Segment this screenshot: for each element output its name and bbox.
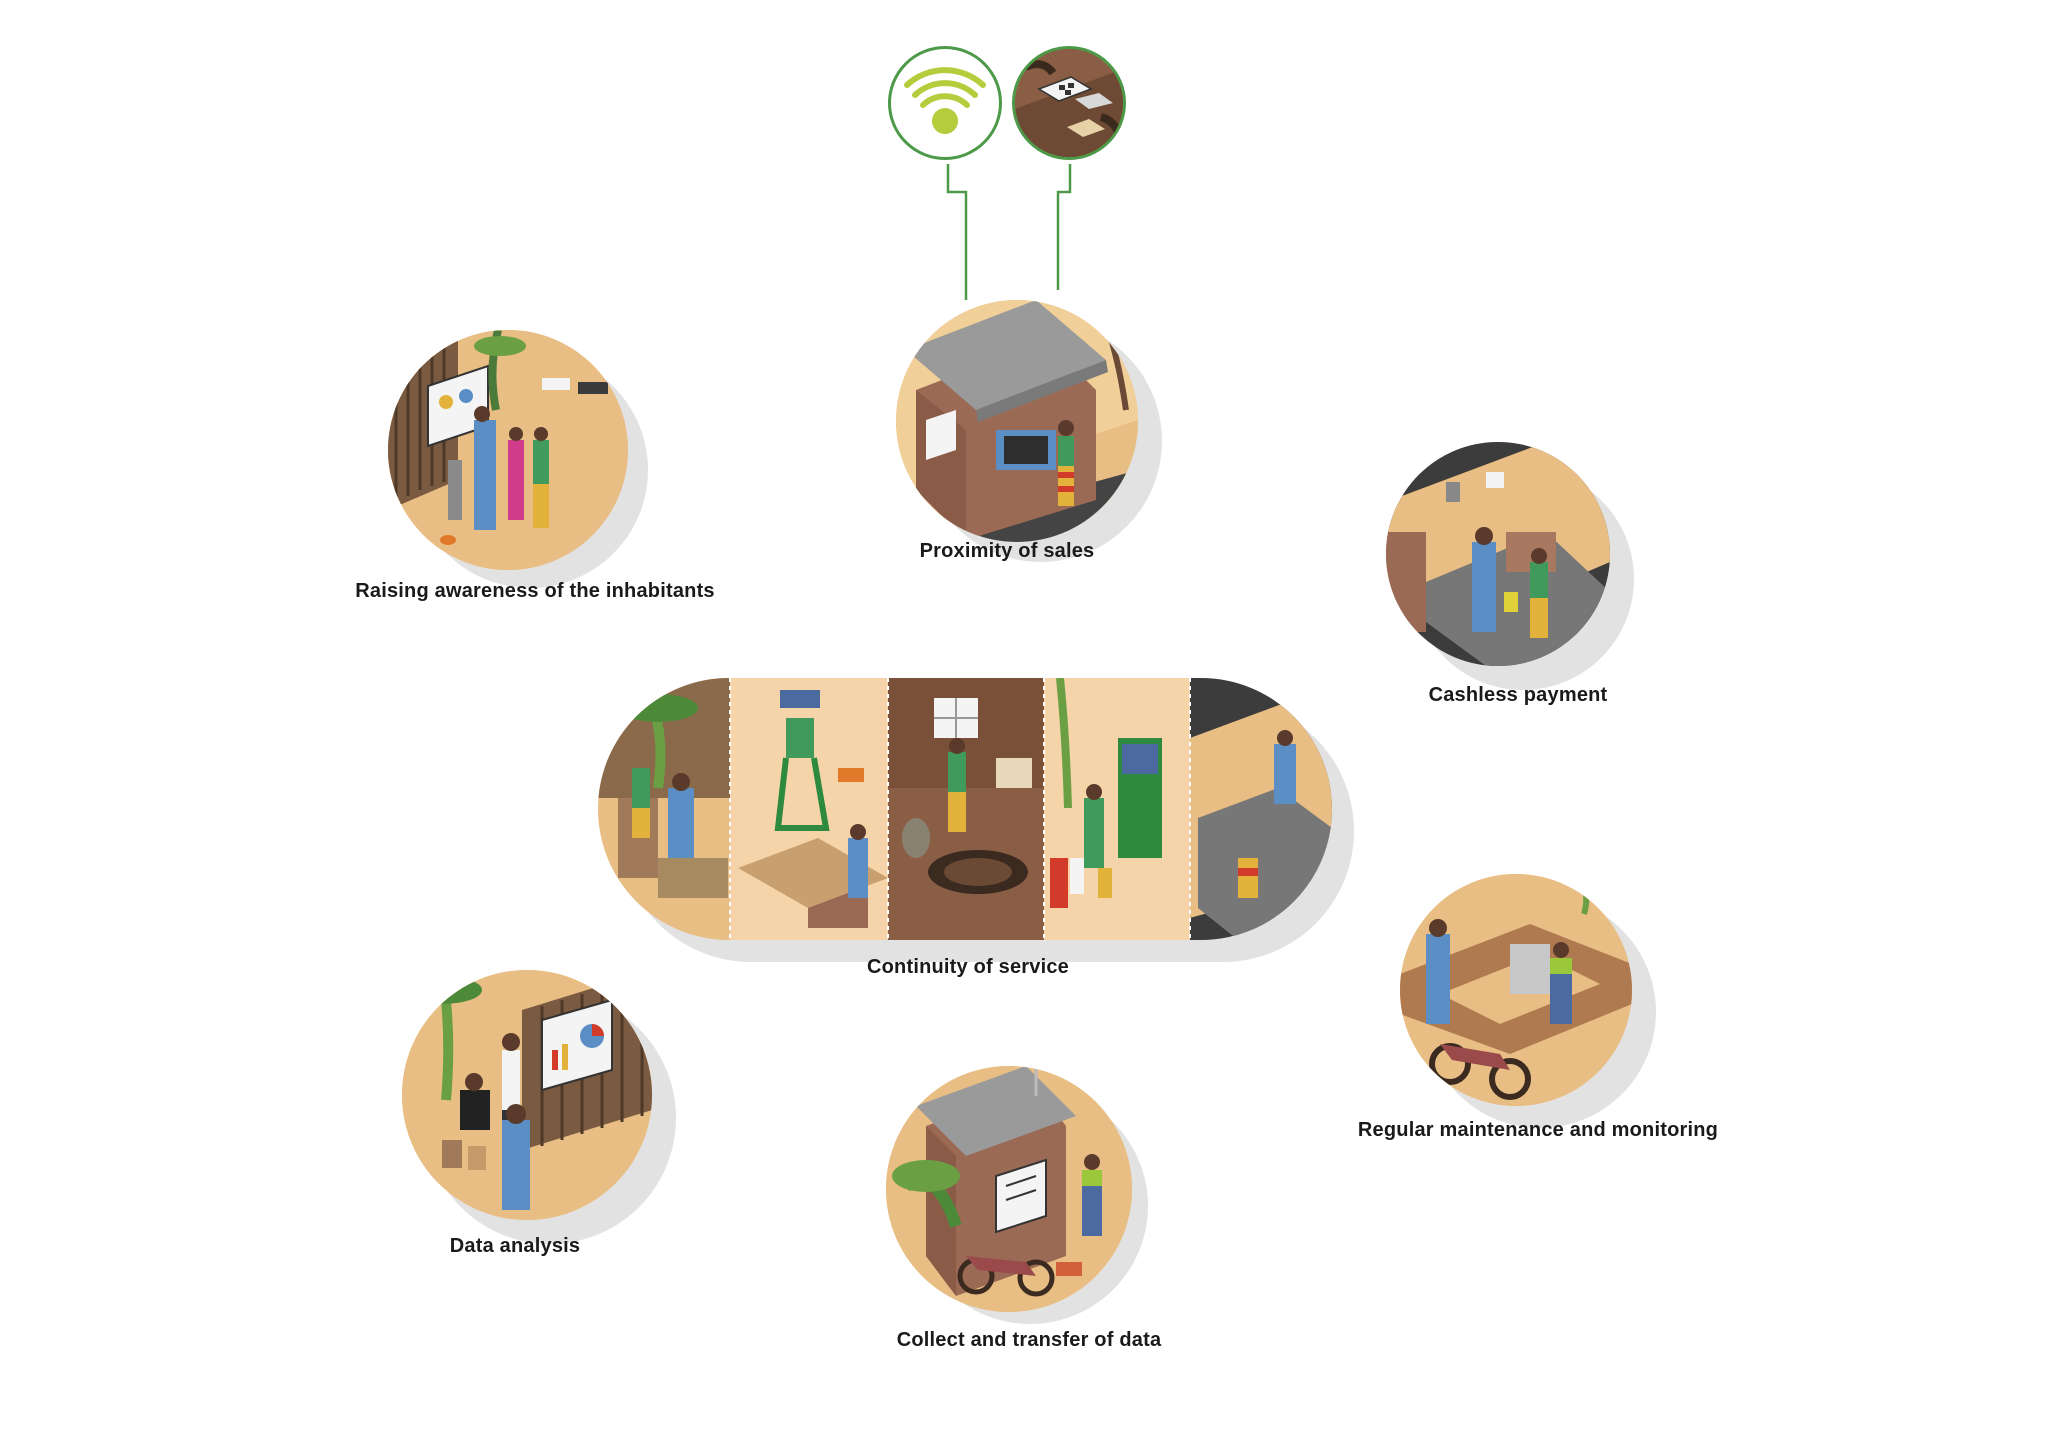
analysis-caption: Data analysis <box>449 1235 581 1257</box>
analysis-illustration <box>402 970 652 1220</box>
cashless-caption: Cashless payment <box>1428 684 1608 706</box>
cashless-illustration <box>1386 442 1610 666</box>
awareness-illustration <box>388 330 628 570</box>
wifi-icon-circle <box>888 46 1002 160</box>
continuity-illustration <box>598 678 1332 940</box>
collect-caption: Collect and transfer of data <box>896 1329 1162 1351</box>
maintenance-illustration <box>1400 874 1632 1106</box>
maintenance-caption: Regular maintenance and monitoring <box>1357 1119 1719 1141</box>
collect-illustration <box>886 1066 1132 1312</box>
continuity-caption: Continuity of service <box>866 956 1070 978</box>
awareness-caption: Raising awareness of the inhabitants <box>355 580 715 602</box>
card-terminal-icon <box>1015 49 1123 157</box>
proximity-caption: Proximity of sales <box>919 540 1095 562</box>
card-terminal-icon-circle <box>1012 46 1126 160</box>
proximity-illustration <box>896 300 1138 542</box>
wifi-icon <box>904 67 986 134</box>
